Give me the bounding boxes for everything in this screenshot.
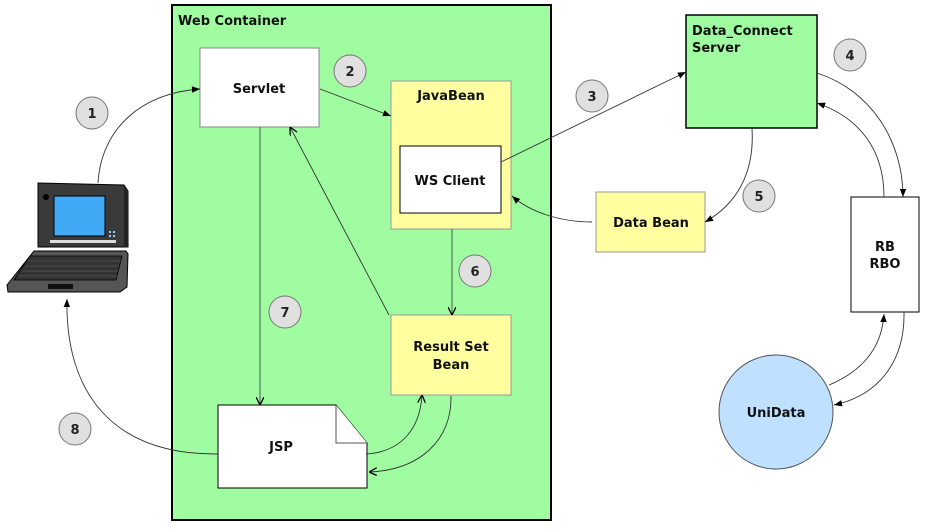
edge-rb-to-unidata xyxy=(833,311,905,407)
unidata-node[interactable]: UniData xyxy=(718,354,834,470)
step-badge-4: 4 xyxy=(833,38,867,72)
result-set-bean-label-1: Result Set xyxy=(413,340,488,355)
data-bean-label: Data Bean xyxy=(613,216,689,231)
result-set-bean-node[interactable]: Result Set Bean xyxy=(390,314,512,396)
edge-5 xyxy=(704,127,753,223)
step-badge-8: 8 xyxy=(58,412,92,446)
step-number: 1 xyxy=(87,107,96,122)
step-badge-5: 5 xyxy=(742,179,776,213)
step-badges: 1 2 3 4 5 6 7 8 xyxy=(58,38,867,446)
edge-databean-to-wsclient xyxy=(511,195,593,223)
edge-3 xyxy=(500,71,687,163)
step-number: 2 xyxy=(345,65,354,80)
rb-label: RB xyxy=(875,240,895,255)
rbo-label: RBO xyxy=(870,257,901,272)
edge-1 xyxy=(97,86,201,184)
step-badge-6: 6 xyxy=(458,254,492,288)
step-number: 5 xyxy=(754,190,763,205)
result-set-bean-label-2: Bean xyxy=(433,358,470,373)
laptop-icon[interactable] xyxy=(6,182,129,293)
edge-2 xyxy=(319,88,392,117)
step-number: 7 xyxy=(280,306,289,321)
edge-jsp-to-resultset xyxy=(365,395,422,455)
jsp-label: JSP xyxy=(268,440,293,455)
edge-rb-to-server xyxy=(816,102,885,198)
edge-unidata-to-rb xyxy=(828,313,887,386)
edge-resultset-to-servlet xyxy=(290,127,390,316)
step-badge-7: 7 xyxy=(268,295,302,329)
ws-client-label: WS Client xyxy=(415,174,486,189)
connectors xyxy=(63,71,907,472)
data-bean-node[interactable]: Data Bean xyxy=(595,191,706,253)
edge-resultset-to-jsp xyxy=(369,395,452,472)
edge-8 xyxy=(63,298,219,455)
edge-4 xyxy=(816,72,907,198)
data-connect-label-1: Data_Connect xyxy=(692,24,793,39)
step-number: 3 xyxy=(587,90,596,105)
unidata-label: UniData xyxy=(747,406,806,421)
step-number: 8 xyxy=(70,423,79,438)
step-badge-2: 2 xyxy=(333,54,367,88)
javabean-label: JavaBean xyxy=(416,89,485,104)
jsp-node[interactable]: JSP xyxy=(217,404,368,489)
rb-rbo-node[interactable]: RB RBO xyxy=(850,196,920,313)
servlet-label: Servlet xyxy=(233,82,286,97)
step-badge-3: 3 xyxy=(575,79,609,113)
ws-client-node[interactable]: WS Client xyxy=(399,145,502,214)
step-badge-1: 1 xyxy=(75,96,109,130)
data-connect-server-node[interactable]: Data_Connect Server xyxy=(685,14,818,129)
servlet-node[interactable]: Servlet xyxy=(199,47,320,128)
step-number: 4 xyxy=(845,49,854,64)
data-connect-label-2: Server xyxy=(692,41,741,56)
step-number: 6 xyxy=(470,265,479,280)
web-container-title: Web Container xyxy=(178,14,287,29)
